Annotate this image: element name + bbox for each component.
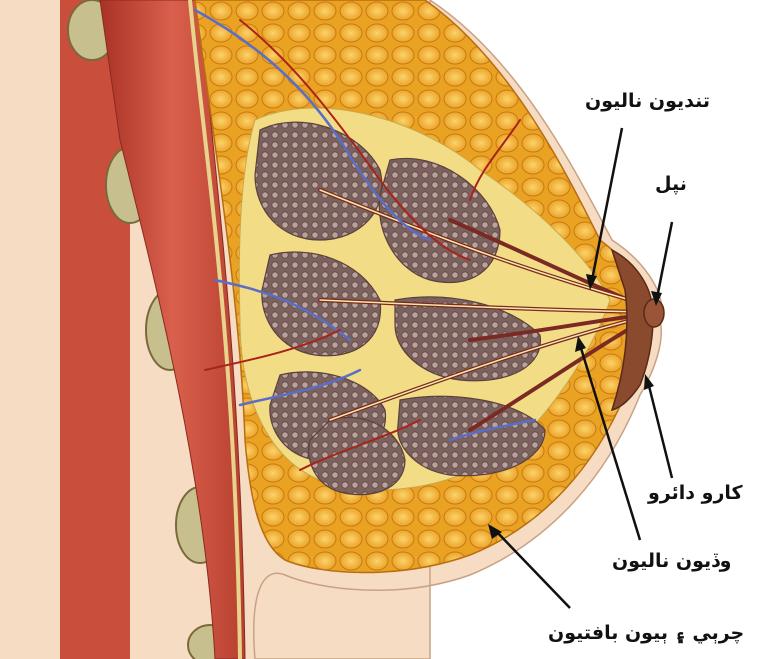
label-nipple: نپل — [655, 175, 687, 194]
label-lactiferous-ducts: تنديون ناليون — [585, 92, 710, 111]
nipple — [644, 299, 664, 327]
label-lobules: وڏيون ناليون — [612, 552, 731, 571]
label-areola: كارو دائرو — [648, 484, 743, 503]
label-fat-tissue: چرٻي ۽ ٻيون بافتيون — [548, 624, 744, 643]
